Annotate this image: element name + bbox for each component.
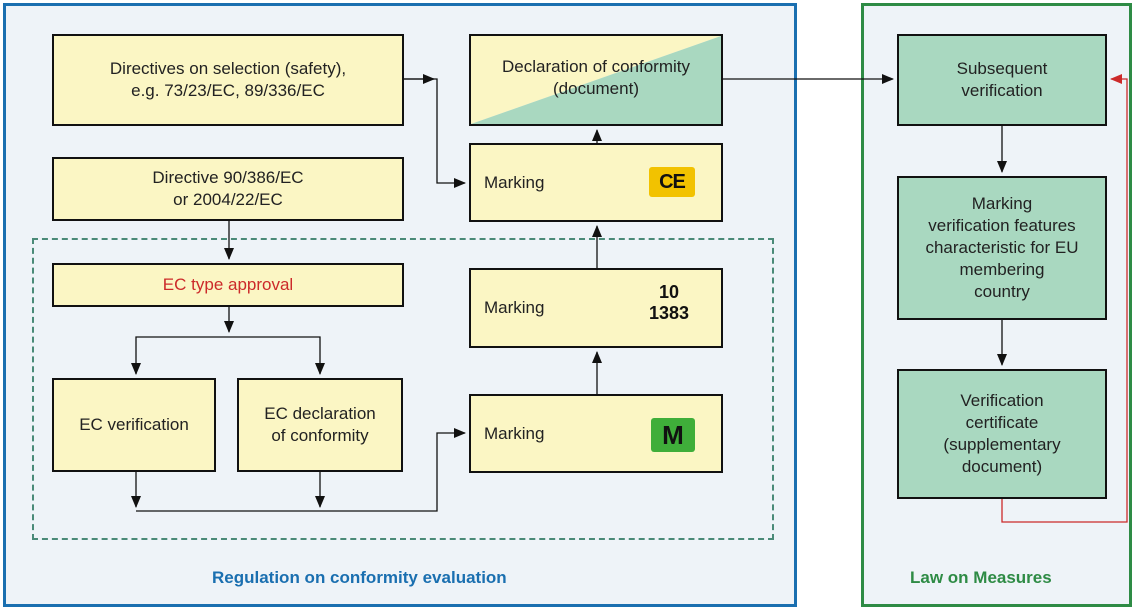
metrology-mark-icon: M bbox=[651, 418, 695, 452]
ce-mark-icon: CE bbox=[649, 167, 695, 197]
marking-verification-text: Marking verification features characteri… bbox=[925, 194, 1079, 301]
subsequent-verification-box: Subsequent verification bbox=[897, 34, 1107, 126]
directive-90-386-box: Directive 90/386/EC or 2004/22/EC bbox=[52, 157, 404, 221]
ec-declaration-text: EC declaration of conformity bbox=[264, 404, 376, 445]
ec-declaration-box: EC declaration of conformity bbox=[237, 378, 403, 472]
declaration-conformity-text: Declaration of conformity (document) bbox=[501, 57, 691, 98]
ec-type-approval-region bbox=[32, 238, 774, 540]
declaration-split-fill bbox=[471, 36, 721, 124]
ec-type-approval-text: EC type approval bbox=[162, 275, 294, 294]
conformity-evaluation-title: Regulation on conformity evaluation bbox=[212, 568, 507, 587]
marking-number-label: Marking bbox=[484, 298, 545, 317]
law-on-measures-title: Law on Measures bbox=[910, 568, 1052, 587]
ec-type-approval-box: EC type approval bbox=[52, 263, 404, 307]
directive-90-386-text: Directive 90/386/EC or 2004/22/EC bbox=[152, 168, 304, 209]
marking-ce-box: Marking CE bbox=[469, 143, 723, 222]
marking-ce-label: Marking bbox=[484, 172, 545, 192]
marking-m-label: Marking bbox=[484, 423, 545, 443]
directives-selection-text: Directives on selection (safety), e.g. 7… bbox=[109, 59, 347, 100]
ec-verification-text: EC verification bbox=[79, 415, 189, 434]
marking-m-box: Marking M bbox=[469, 394, 723, 473]
marking-number-box: Marking 10 1383 bbox=[469, 268, 723, 348]
directives-selection-box: Directives on selection (safety), e.g. 7… bbox=[52, 34, 404, 126]
verification-certificate-text: Verification certificate (supplementary … bbox=[943, 391, 1061, 476]
verification-certificate-box: Verification certificate (supplementary … bbox=[897, 369, 1107, 499]
subsequent-verification-text: Subsequent verification bbox=[956, 59, 1048, 100]
ec-verification-box: EC verification bbox=[52, 378, 216, 472]
declaration-conformity-box: Declaration of conformity (document) bbox=[469, 34, 723, 126]
marking-verification-box: Marking verification features characteri… bbox=[897, 176, 1107, 320]
notified-body-number: 10 1383 bbox=[649, 282, 690, 323]
